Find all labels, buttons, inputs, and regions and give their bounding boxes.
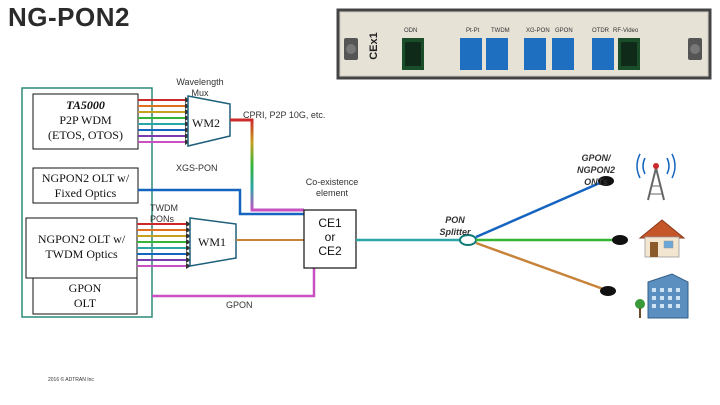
ce-line1: CE1: [318, 216, 342, 230]
pon-splitter-label: PON Splitter: [430, 214, 480, 238]
slide-title: NG-PON2: [8, 2, 130, 32]
port-label-odn: ODN: [404, 28, 418, 34]
onts-label: GPON/ NGPON2 ONTs: [566, 152, 626, 188]
twdm-optics-box-text: NGPON2 OLT w/ TWDM Optics: [26, 232, 137, 262]
ont-tower: [598, 176, 614, 186]
twdm-optics-box: [25, 217, 138, 279]
wm1-arrowheads: [186, 221, 191, 269]
cpri-label: CPRI, P2P 10G, etc.: [243, 110, 326, 120]
xgs-pon-label: XGS-PON: [176, 163, 218, 173]
wm2-mux-shape: [187, 95, 231, 147]
coexistence-line2: element: [315, 188, 349, 198]
xgs-pon-fiber: [138, 188, 304, 216]
wavelength-mux-label: Wavelength Mux: [170, 77, 230, 99]
port-label-rf-video: RF-Video: [613, 28, 639, 34]
port-label-pt-pt: Pt-Pt: [466, 28, 480, 34]
onts-line2: NGPON2: [576, 165, 615, 175]
ce-line2: or: [324, 230, 336, 244]
wm1-mux-shape: [189, 217, 237, 267]
twdm-optics-line2: TWDM Optics: [45, 247, 118, 261]
port-label-xg-pon: XG-PON: [526, 28, 550, 34]
port-label-otdr: OTDR: [592, 28, 609, 34]
fixed-optics-box: [32, 167, 139, 204]
ont-building: [600, 286, 616, 296]
port-label-gpon: GPON: [555, 28, 573, 34]
onts-line1: GPON/: [581, 153, 611, 163]
module-model-label: CEx1: [368, 32, 380, 60]
gpon-fiber: [152, 262, 316, 298]
twdm-optics-line1: NGPON2 OLT w/: [37, 232, 126, 246]
wavelength-mux-line2: Mux: [191, 88, 209, 98]
port-label-twdm: TWDM: [491, 28, 510, 34]
pon-splitter-line2: Splitter: [439, 227, 471, 237]
fixed-optics-line1: NGPON2 OLT w/: [41, 171, 130, 185]
fixed-optics-line2: Fixed Optics: [54, 186, 117, 200]
olt-chassis-frame: [21, 87, 153, 318]
ta5000-subtitle: P2P WDM: [59, 113, 112, 127]
gpon-olt-line2: OLT: [73, 296, 97, 310]
twdm-pons-line2: PONs: [150, 214, 175, 224]
wm1-input-fibers: [137, 223, 186, 267]
wm2-label: WM2: [192, 116, 220, 130]
twdm-pons-line1: TWDM: [150, 203, 178, 213]
ta5000-detail: (ETOS, OTOS): [48, 128, 123, 142]
ce-line3: CE2: [318, 244, 342, 258]
house-icon: [638, 219, 686, 258]
onts-line3: ONTs: [584, 177, 608, 187]
wm2-output-fiber: [230, 118, 304, 212]
coexistence-line1: Co-existence: [305, 177, 359, 187]
pon-splitter-line1: PON: [445, 215, 465, 225]
coexistence-element-box: [303, 209, 357, 269]
wavelength-mux-line1: Wavelength: [176, 77, 224, 87]
copyright-text: 2016 © ADTRAN Inc: [48, 377, 94, 383]
drop-fiber-building: [475, 241, 607, 292]
cex1-module-photo: [336, 8, 712, 80]
fixed-optics-box-text: NGPON2 OLT w/ Fixed Optics: [33, 171, 138, 201]
gpon-label: GPON: [226, 300, 253, 310]
ont-home: [612, 235, 628, 245]
ta5000-name: TA5000: [66, 98, 105, 112]
cell-tower-icon: [636, 153, 676, 201]
gpon-olt-box-text: GPON OLT: [33, 281, 137, 311]
ce-box-text: CE1 or CE2: [304, 216, 356, 258]
wm1-label: WM1: [198, 235, 226, 249]
ta5000-box: [32, 93, 139, 150]
drop-fiber-tower: [475, 180, 603, 239]
gpon-olt-box: [32, 277, 138, 315]
gpon-olt-line1: GPON: [68, 281, 102, 295]
coexistence-label: Co-existence element: [296, 177, 368, 199]
twdm-pons-label: TWDM PONs: [150, 203, 186, 225]
wm2-input-fibers: [138, 99, 185, 143]
ta5000-box-text: TA5000 P2P WDM (ETOS, OTOS): [33, 98, 138, 143]
office-building-icon: [635, 273, 689, 319]
